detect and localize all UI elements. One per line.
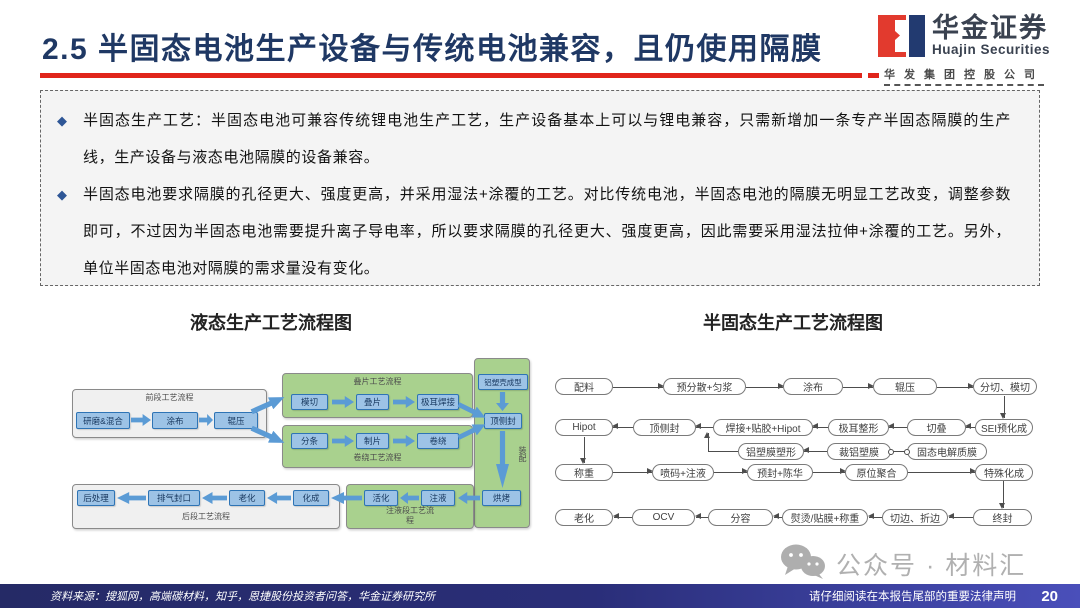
pill-aging: 老化	[555, 509, 613, 526]
footer-source: 资料来源：搜狐网，高端碳材料，知乎，恩捷股份投资者问答，华金证券研究所	[50, 591, 435, 603]
pill-grading: 分容	[708, 509, 773, 526]
connector-arrow-left	[695, 513, 708, 520]
wechat-watermark: 公众号 · 材料汇	[780, 543, 1026, 584]
connector-arrow-left	[812, 423, 828, 430]
node-tabweld: 极耳焊接	[417, 394, 459, 410]
connector-arrow-down	[999, 481, 1006, 509]
connector-arrow-right	[613, 383, 664, 390]
connector-arrow-left	[613, 513, 632, 520]
title-underline	[40, 73, 862, 78]
wechat-icon	[780, 543, 826, 584]
node-diecut: 模切	[291, 394, 328, 410]
node-coat: 涂布	[152, 412, 198, 429]
pill-specialform: 特殊化成	[975, 464, 1033, 481]
node-post: 后处理	[77, 490, 115, 506]
group-label-front: 前段工艺流程	[145, 393, 194, 402]
connector-arrow-up	[704, 432, 711, 451]
connector-arrow-right	[843, 383, 874, 390]
connector-arrow-left	[965, 423, 975, 430]
diamond-bullet-icon: ◆	[57, 187, 67, 202]
connector-arrow-left	[803, 447, 827, 454]
node-sheet: 制片	[356, 433, 389, 449]
pill-weigh: 称重	[555, 464, 613, 481]
pill-ocv: OCV	[632, 509, 695, 526]
node-topseal: 顶侧封	[484, 413, 522, 429]
node-formation: 化成	[293, 490, 329, 506]
pill-coating: 涂布	[783, 378, 843, 395]
group-label-injection: 注液段工艺流程	[386, 506, 434, 525]
pill-slitting: 分切、模切	[973, 378, 1037, 395]
connector-arrow-down	[1000, 396, 1007, 419]
bullet-text: 半固态电池要求隔膜的孔径更大、强度更高，并采用湿法+涂覆的工艺。对比传统电池，半…	[83, 186, 1011, 277]
pill-preseal: 预封+陈华	[747, 464, 813, 481]
connector-arrow-left	[612, 423, 633, 430]
connector-arrow-left	[888, 423, 907, 430]
connector-arrow-left	[773, 513, 782, 520]
pill-predisperse: 预分散+匀浆	[663, 378, 746, 395]
group-label-stacking: 叠片工艺流程	[353, 377, 402, 386]
group-label-back: 后段工艺流程	[182, 512, 230, 521]
node-bake: 烘烤	[482, 490, 521, 506]
footer-bar: 资料来源：搜狐网，高端碳材料，知乎，恩捷股份投资者问答，华金证券研究所 请仔细阅…	[0, 584, 1080, 608]
node-degas: 排气封口	[148, 490, 200, 506]
node-wind: 卷绕	[417, 433, 459, 449]
pill-pouchcut: 裁铝塑膜	[827, 443, 891, 460]
node-mix: 研磨&混合	[76, 412, 130, 429]
connector-circles	[888, 448, 910, 455]
connector-arrow-right	[613, 468, 653, 475]
node-shell: 铝塑壳成型	[478, 374, 528, 390]
pill-sei: SEI预化成	[975, 419, 1033, 436]
node-slit: 分条	[291, 433, 328, 449]
connector-line	[708, 451, 738, 452]
pill-weld: 焊接+贴胶+Hipot	[713, 419, 813, 436]
pill-batching: 配料	[555, 378, 613, 395]
connector-arrow-right	[746, 383, 784, 390]
group-label-assembly: 装配	[518, 446, 527, 462]
bullet-item: ◆ 半固态生产工艺：半固态电池可兼容传统锂电池生产工艺，生产设备基本上可以与锂电…	[57, 102, 1011, 176]
footer-legal-notice: 请仔细阅读在本报告尾部的重要法律声明	[809, 591, 1016, 603]
pill-hipot: Hipot	[555, 419, 613, 436]
connector-arrow-right	[813, 468, 846, 475]
connector-arrow-right	[937, 383, 974, 390]
page-title: 2.5 半固态电池生产设备与传统电池兼容，且仍使用隔膜	[42, 33, 823, 66]
pill-ssmembrane: 固态电解质膜	[907, 443, 987, 460]
connector-arrow-left	[948, 513, 973, 520]
liquid-chart-title: 液态生产工艺流程图	[190, 313, 352, 333]
connector-arrow-down	[580, 437, 587, 464]
logo-name-cn: 华金证券	[932, 13, 1048, 43]
connector-arrow-right	[908, 468, 976, 475]
node-roll: 辊压	[214, 412, 258, 429]
node-aging: 老化	[229, 490, 265, 506]
pill-rolling: 辊压	[873, 378, 937, 395]
huajin-logo: 华金证券 Huajin Securities	[878, 14, 1050, 63]
logo-name-en: Huajin Securities	[932, 42, 1051, 57]
group-label-winding: 卷绕工艺流程	[353, 453, 402, 462]
pill-inkjet: 喷码+注液	[652, 464, 714, 481]
pill-cutstack: 切叠	[907, 419, 966, 436]
pill-trim: 切边、折边	[882, 509, 948, 526]
pill-iron: 熨烫/贴膜+称重	[782, 509, 868, 526]
node-inject: 注液	[421, 490, 455, 506]
node-stack: 叠片	[356, 394, 389, 410]
summary-box: ◆ 半固态生产工艺：半固态电池可兼容传统锂电池生产工艺，生产设备基本上可以与锂电…	[40, 90, 1040, 286]
bullet-text: 半固态生产工艺：半固态电池可兼容传统锂电池生产工艺，生产设备基本上可以与锂电兼容…	[83, 112, 1011, 166]
pill-topseal: 顶侧封	[633, 419, 696, 436]
connector-arrow-left	[695, 423, 713, 430]
pill-tabshape: 极耳整形	[828, 419, 889, 436]
connector-arrow-right	[714, 468, 748, 475]
diamond-bullet-icon: ◆	[57, 113, 67, 128]
title-underline-dash	[868, 73, 879, 78]
node-activate: 活化	[364, 490, 398, 506]
connector-arrow-left	[868, 513, 882, 520]
pill-finalseal: 终封	[973, 509, 1032, 526]
huajin-logo-icon	[878, 14, 926, 63]
pill-insitu: 原位聚合	[845, 464, 908, 481]
watermark-text: 公众号 · 材料汇	[836, 551, 1027, 580]
bullet-item: ◆ 半固态电池要求隔膜的孔径更大、强度更高，并采用湿法+涂覆的工艺。对比传统电池…	[57, 176, 1011, 287]
semisolid-chart-title: 半固态生产工艺流程图	[703, 313, 883, 333]
logo-subtitle: 华发集团控股公司	[884, 66, 1044, 86]
footer-page-number: 20	[1041, 587, 1058, 605]
pill-pouchform: 铝塑膜塑形	[738, 443, 804, 460]
